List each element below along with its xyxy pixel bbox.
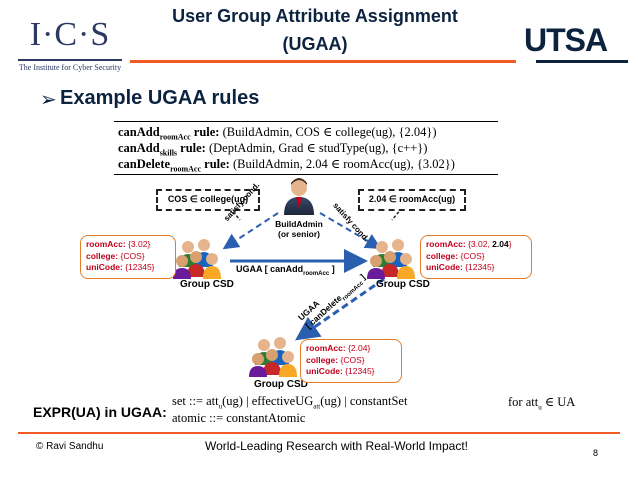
- footer-divider: [18, 432, 620, 434]
- footer-tagline: World-Leading Research with Real-World I…: [205, 439, 468, 453]
- ugaa-rules-box: canAddroomAcc rule: (BuildAdmin, COS ∈ c…: [114, 121, 498, 175]
- ics-logo-rule: [18, 59, 122, 61]
- candelete-arrow: [295, 277, 385, 341]
- rule-body: (BuildAdmin, 2.04 ∈ roomAcc(ug), {3.02}): [232, 157, 455, 171]
- attribute-box-right: roomAcc: {3.02, 2.04} college: {COS} uni…: [420, 235, 532, 279]
- group-label-right: Group CSD: [376, 279, 430, 290]
- attribute-box-left: roomAcc: {3.02} college: {COS} uniCode: …: [80, 235, 176, 279]
- utsa-logo: UTSA: [524, 22, 608, 58]
- group-people-icon: [367, 239, 415, 279]
- attribute-box-bottom: roomAcc: {2.04} college: {COS} uniCode: …: [300, 339, 402, 383]
- utsa-logo-rule: [536, 60, 628, 63]
- expr-atomic-grammar: atomic ::= constantAtomic: [172, 411, 306, 425]
- ics-logo-text: I·C·S: [29, 16, 111, 53]
- rule-op: canAdd: [118, 141, 160, 155]
- expr-set-grammar: set ::= attu(ug) | effectiveUGatt(ug) | …: [172, 394, 408, 411]
- bullet-arrow-icon: ➢: [40, 89, 57, 111]
- expr-label: EXPR(UA) in UGAA:: [33, 404, 167, 420]
- admin-role-note: (or senior): [277, 229, 321, 239]
- condition-bubble-left: COS ∈ college(ug): [156, 189, 260, 211]
- page-number: 8: [593, 448, 599, 458]
- satisfy-arrow-right: [319, 212, 382, 250]
- diagram-graphics: [173, 178, 415, 377]
- group-label-left: Group CSD: [180, 279, 234, 290]
- rule-line: canAddroomAcc rule: (BuildAdmin, COS ∈ c…: [118, 124, 437, 142]
- rule-op-sub: roomAcc: [159, 132, 191, 142]
- admin-person-icon: [284, 178, 314, 215]
- expr-set-condition: for attu ∈ UA: [508, 395, 576, 412]
- ics-logo-subtitle: The Institute for Cyber Security: [18, 63, 122, 72]
- rule-op-sub: roomAcc: [170, 164, 202, 174]
- admin-role: BuildAdmin: [275, 219, 323, 229]
- canadd-label: UGAA [ canAddroomAcc ]: [236, 264, 335, 277]
- rule-body: (DeptAdmin, Grad ∈ studType(ug), {c++}): [208, 141, 428, 155]
- rule-op-sub: skills: [159, 148, 178, 158]
- rule-keyword: rule:: [180, 141, 206, 155]
- footer-copyright: © Ravi Sandhu: [36, 441, 104, 452]
- condition-bubble-right: 2.04 ∈ roomAcc(ug): [358, 189, 466, 211]
- rule-body: (BuildAdmin, COS ∈ college(ug), {2.04}): [222, 125, 437, 139]
- ics-logo: I·C·S The Institute for Cyber Security: [14, 16, 126, 74]
- rule-op: canAdd: [118, 125, 160, 139]
- satisfy-arrow-left: [222, 212, 279, 250]
- rule-line: canAddskills rule: (DeptAdmin, Grad ∈ st…: [118, 140, 427, 158]
- bullet-heading: Example UGAA rules: [60, 87, 260, 109]
- group-people-icon: [249, 337, 297, 377]
- group-people-icon: [173, 239, 221, 279]
- ugaa-diagram: COS ∈ college(ug) 2.04 ∈ roomAcc(ug) Bui…: [0, 175, 638, 395]
- group-label-bottom: Group CSD: [254, 379, 308, 390]
- rule-keyword: rule:: [204, 157, 230, 171]
- slide-title-acronym: (UGAA): [282, 34, 348, 54]
- rule-op: canDelete: [118, 157, 171, 171]
- rule-keyword: rule:: [193, 125, 220, 139]
- admin-label: BuildAdmin (or senior): [264, 219, 334, 239]
- slide-title: User Group Attribute Assignment: [172, 6, 458, 26]
- header-divider: [130, 60, 516, 63]
- rule-line: canDeleteroomAcc rule: (BuildAdmin, 2.04…: [118, 156, 455, 174]
